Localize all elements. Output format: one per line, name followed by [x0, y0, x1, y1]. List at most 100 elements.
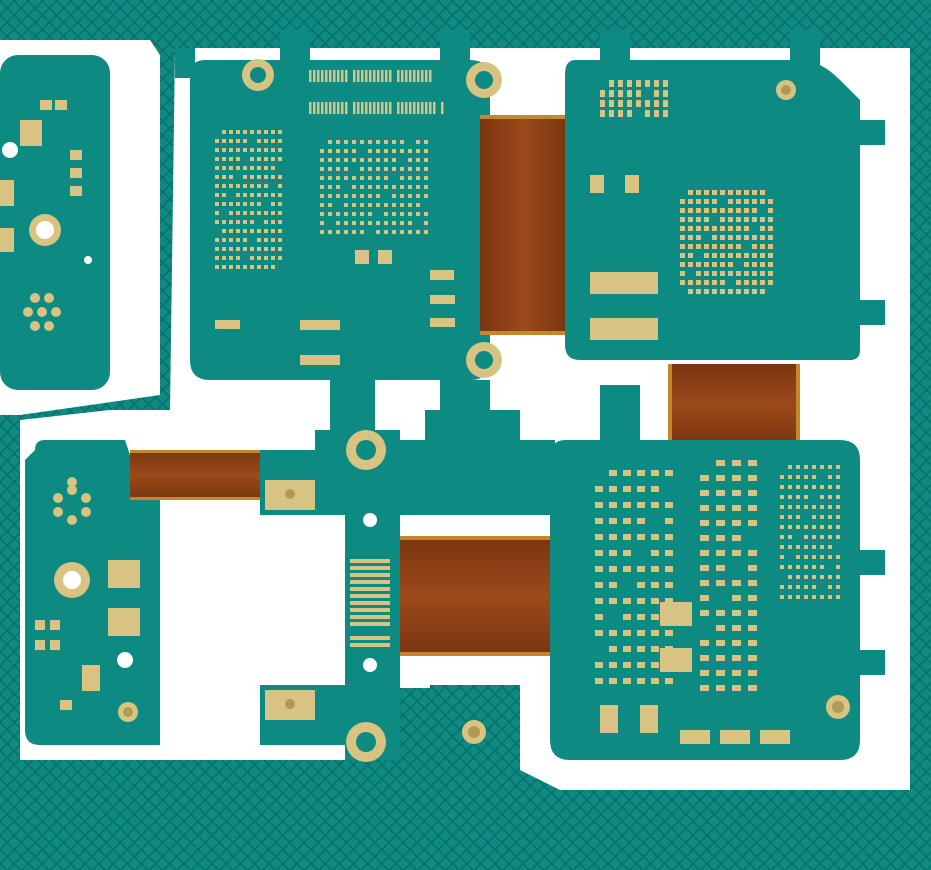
bga-pad — [257, 229, 261, 233]
smd-pad — [623, 614, 631, 620]
bga-pad — [680, 226, 685, 231]
bga-pad — [271, 148, 275, 152]
bga-pad — [788, 585, 792, 589]
bga-pad — [360, 212, 364, 216]
bga-pad — [788, 595, 792, 599]
bga-pad — [720, 280, 725, 285]
bga-pad — [229, 148, 233, 152]
smd-pad — [665, 518, 673, 524]
bga-pad — [392, 140, 396, 144]
bga-pad — [376, 149, 380, 153]
connector-pin — [321, 70, 324, 82]
bga-pad — [236, 238, 240, 242]
smd-pad — [748, 625, 757, 631]
bga-pad — [408, 194, 412, 198]
bga-pad — [328, 149, 332, 153]
bga-pad — [384, 140, 388, 144]
smd-pad — [651, 566, 659, 572]
bga-pad — [328, 167, 332, 171]
bga-pad — [215, 202, 219, 206]
bga-pad — [812, 535, 816, 539]
bga-pad — [768, 217, 773, 222]
bga-pad — [243, 130, 247, 134]
edge-finger — [350, 608, 390, 612]
smd-pad — [637, 534, 645, 540]
bga-pad — [236, 130, 240, 134]
bga-pad — [229, 211, 233, 215]
bga-pad — [257, 184, 261, 188]
bga-pad — [336, 230, 340, 234]
bga-pad — [812, 555, 816, 559]
bga-pad — [222, 256, 226, 260]
bga-pad — [820, 505, 824, 509]
smd-pad — [700, 685, 709, 691]
bga-pad — [680, 199, 685, 204]
bga-pad — [215, 184, 219, 188]
smd-pad — [716, 655, 725, 661]
smd-pad — [748, 595, 757, 601]
connector-pin — [385, 70, 388, 82]
bga-pad — [320, 176, 324, 180]
smd-pad — [732, 640, 741, 646]
bga-pad — [320, 203, 324, 207]
bga-pad — [243, 211, 247, 215]
smd-pad — [748, 670, 757, 676]
bga-pad — [720, 289, 725, 294]
bga-pad — [424, 140, 428, 144]
bga-pad — [278, 238, 282, 242]
smd-pad — [732, 670, 741, 676]
bga-pad — [257, 193, 261, 197]
bga-pad — [768, 280, 773, 285]
connector-pin — [441, 102, 444, 114]
bga-pad — [804, 585, 808, 589]
connector-pin — [389, 70, 392, 82]
smd-pad — [654, 90, 659, 97]
bga-pad — [760, 271, 765, 276]
bga-pad — [229, 256, 233, 260]
smd-pad — [716, 550, 725, 556]
bga-pad — [760, 199, 765, 204]
bga-pad — [408, 203, 412, 207]
smd-pad — [654, 80, 659, 87]
bga-pad — [384, 158, 388, 162]
bga-pad — [780, 515, 784, 519]
bga-pad — [320, 194, 324, 198]
bga-pad — [788, 485, 792, 489]
edge-finger — [350, 601, 390, 605]
smd-pad — [637, 598, 645, 604]
bga-pad — [704, 208, 709, 213]
smd-pad — [716, 580, 725, 586]
bga-pad — [250, 247, 254, 251]
bga-pad — [352, 221, 356, 225]
bga-pad — [408, 230, 412, 234]
bga-pad — [828, 485, 832, 489]
bga-pad — [796, 515, 800, 519]
smd-pad — [623, 534, 631, 540]
smd-pad — [595, 678, 603, 684]
smd-pad — [732, 460, 741, 466]
connector-pin — [377, 70, 380, 82]
bga-pad — [416, 167, 420, 171]
smd-pad — [732, 520, 741, 526]
smd-pad — [651, 662, 659, 668]
bga-pad — [804, 485, 808, 489]
bga-pad — [796, 555, 800, 559]
bga-pad — [336, 176, 340, 180]
bga-pad — [424, 167, 428, 171]
bga-pad — [278, 130, 282, 134]
flex-top-center — [480, 115, 568, 335]
bga-pad — [328, 158, 332, 162]
bga-pad — [788, 515, 792, 519]
bga-pad — [828, 495, 832, 499]
bga-pad — [836, 535, 840, 539]
flex-right-middle — [668, 364, 800, 446]
smd-pad — [665, 630, 673, 636]
bga-pad — [424, 230, 428, 234]
smd-pad — [732, 655, 741, 661]
bga-pad — [424, 158, 428, 162]
bga-pad — [336, 212, 340, 216]
bga-pad — [360, 176, 364, 180]
bga-pad — [688, 244, 693, 249]
bga-pad — [215, 157, 219, 161]
bga-pad — [215, 265, 219, 269]
